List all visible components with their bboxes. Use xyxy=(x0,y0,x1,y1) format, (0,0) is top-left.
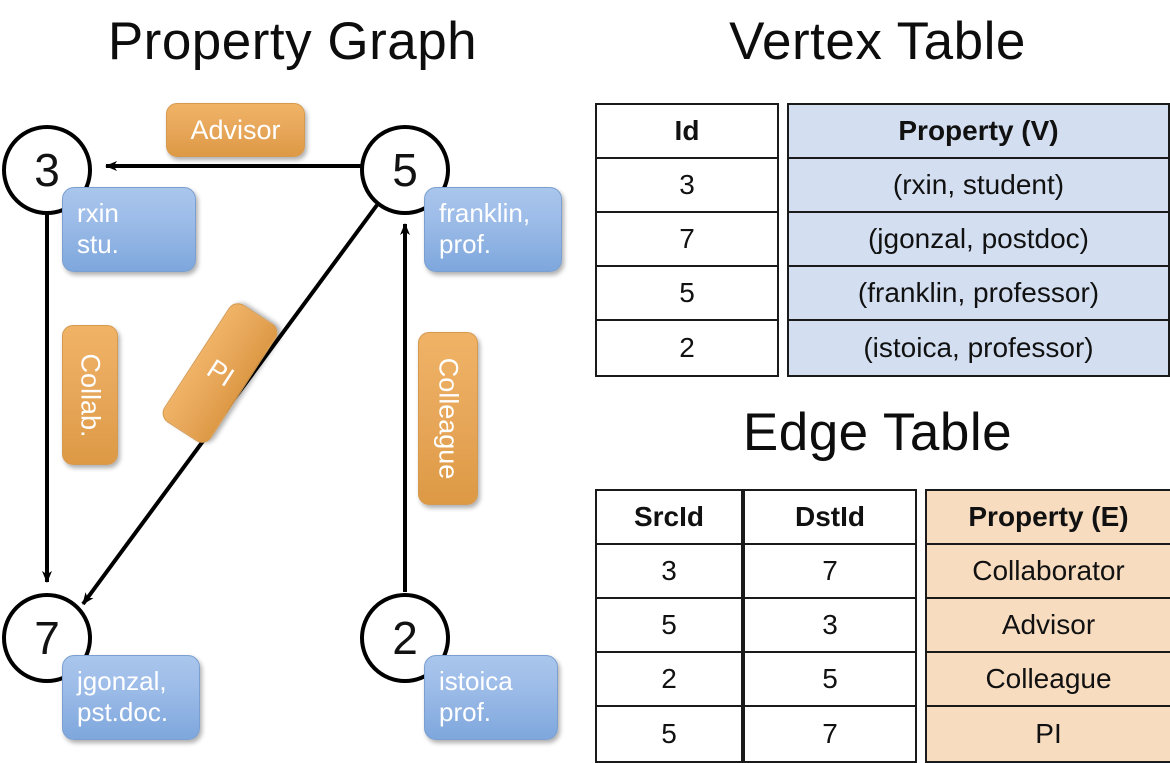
page-title-edge-table: Edge Table xyxy=(742,403,1013,462)
vertex-table-header-property: Property (V) xyxy=(789,105,1168,159)
edge-table-header-dstid: DstId xyxy=(745,491,915,545)
table-row: 3 xyxy=(745,599,915,653)
edge-label-advisor: Advisor xyxy=(166,103,305,157)
edge-label-collab: Collab. xyxy=(62,325,118,465)
edge-label-colleague: Colleague xyxy=(418,332,478,505)
vertex-table-property-column: Property (V) (rxin, student) (jgonzal, p… xyxy=(787,103,1170,377)
property-graph-panel: 3 5 7 2 rxin stu. franklin, prof. jgonza… xyxy=(0,0,585,760)
node-5[interactable]: 5 xyxy=(360,125,450,215)
vertex-table: Id 3 7 5 2 Property (V) (rxin, student) … xyxy=(595,103,1170,377)
table-row: (franklin, professor) xyxy=(789,267,1168,321)
vertex-property-2-line2: prof. xyxy=(439,697,492,727)
table-row: 5 xyxy=(661,718,677,749)
vertex-property-box-5: franklin, prof. xyxy=(424,187,562,272)
table-row: 2 xyxy=(679,332,695,363)
vertex-property-5-line1: franklin, xyxy=(439,198,531,228)
table-row: (istoica, professor) xyxy=(789,321,1168,375)
edge-table-dstid-column: DstId 7 3 5 7 xyxy=(743,489,917,763)
node-2[interactable]: 2 xyxy=(360,593,450,683)
vertex-property-2-line1: istoica xyxy=(439,666,513,696)
table-row: Advisor xyxy=(927,599,1170,653)
edge-table-header-property: Property (E) xyxy=(927,491,1170,545)
vertex-property-box-3: rxin stu. xyxy=(62,187,196,272)
table-row: Colleague xyxy=(927,653,1170,707)
vertex-property-7-line2: pst.doc. xyxy=(77,697,169,727)
vertex-property-3-line2: stu. xyxy=(77,229,119,259)
vertex-table-id-column: Id 3 7 5 2 xyxy=(595,103,779,377)
edge-label-collab-text: Collab. xyxy=(75,352,106,438)
table-row: 2 xyxy=(597,653,741,707)
edge-table-srcid-column: SrcId 3 5 2 5 xyxy=(595,489,743,763)
page-title-property-graph: Property Graph xyxy=(107,12,478,71)
table-row: 5 xyxy=(597,267,777,321)
table-row: 5 xyxy=(745,653,915,707)
edge-table-header-srcid: SrcId xyxy=(597,491,741,545)
table-row: 7 xyxy=(745,545,915,599)
edge-label-pi-text: PI xyxy=(201,353,240,393)
edge-table-property-column: Property (E) Collaborator Advisor Collea… xyxy=(925,489,1170,763)
edge-label-colleague-text: Colleague xyxy=(433,357,464,480)
table-row: 7 xyxy=(597,213,777,267)
table-row: PI xyxy=(927,707,1170,761)
edge-label-advisor-text: Advisor xyxy=(190,114,281,145)
vertex-table-header-id: Id xyxy=(597,105,777,159)
table-row: 3 xyxy=(597,545,741,599)
table-row: Collaborator xyxy=(927,545,1170,599)
page-title-vertex-table: Vertex Table xyxy=(729,12,1026,71)
table-row: (jgonzal, postdoc) xyxy=(789,213,1168,267)
vertex-property-box-7: jgonzal, pst.doc. xyxy=(62,655,200,740)
vertex-property-5-line2: prof. xyxy=(439,229,492,259)
table-row: 7 xyxy=(822,718,838,749)
table-row: 5 xyxy=(597,599,741,653)
vertex-property-3-line1: rxin xyxy=(77,198,119,228)
edge-table: SrcId 3 5 2 5 DstId 7 3 5 7 Property (E)… xyxy=(595,489,1170,763)
vertex-property-box-2: istoica prof. xyxy=(424,655,558,740)
table-row: (rxin, student) xyxy=(789,159,1168,213)
table-row: 3 xyxy=(597,159,777,213)
vertex-property-7-line1: jgonzal, xyxy=(77,666,167,696)
